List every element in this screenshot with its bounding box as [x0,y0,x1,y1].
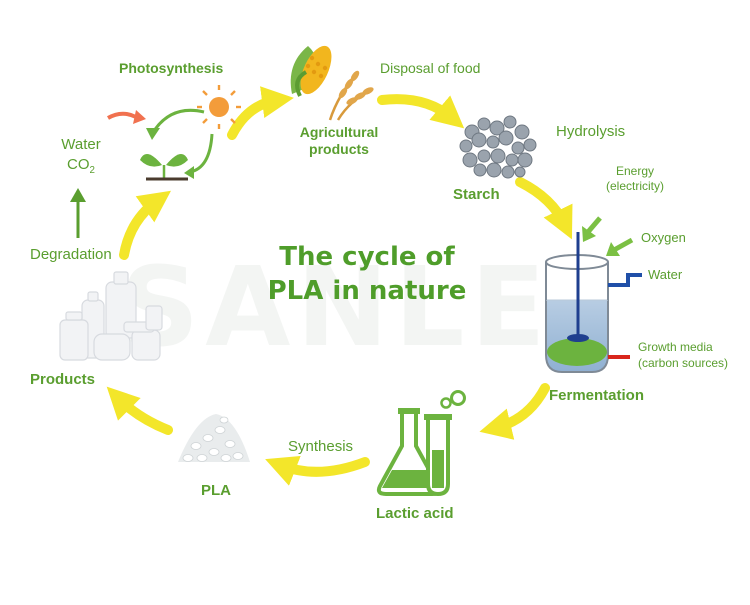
label-energy: Energy (electricity) [588,164,682,194]
energy-line-2: (electricity) [605,179,664,193]
label-starch: Starch [453,186,500,203]
arrow-agri-to-starch [377,94,465,129]
title-line-2: PLA in nature [267,276,467,306]
products-bottles-icon [59,271,163,361]
label-growth-media: Growth media (carbon sources) [638,339,728,371]
agri-line-1: Agricultural [299,124,379,140]
label-pla: PLA [201,482,231,499]
label-disposal-of-food: Disposal of food [380,60,481,76]
label-lactic-acid: Lactic acid [376,505,454,522]
label-agricultural-products: Agricultural products [294,124,384,158]
label-synthesis: Synthesis [288,438,354,455]
label-products: Products [30,371,96,388]
label-hydrolysis: Hydrolysis [556,123,626,140]
watermark-text: SANLE [120,243,552,371]
plant-sun-icon [140,85,241,181]
input-arrows-icon [582,216,634,256]
diagram-title: The cycle of PLA in nature [252,240,482,308]
arrow-photosynthesis-to-agri [227,86,294,140]
fermentation-tank-icon [545,232,642,373]
arrow-lactic-to-pla [265,455,370,486]
label-oxygen: Oxygen [641,230,686,245]
arrow-degradation-to-plant [119,190,172,260]
green-up-arrow-icon [70,188,86,238]
lactic-acid-glass-icon [376,390,466,497]
cycle-arrows [106,86,573,486]
title-line-1: The cycle of [279,242,455,272]
arrow-starch-to-fermentation [515,177,573,240]
orange-arrow-icon [107,111,137,120]
arrow-pla-to-products [106,386,173,435]
arrow-fermentation-to-lactic [479,383,550,440]
co2-text: CO2 [67,156,95,176]
pla-pellets-icon [178,414,250,462]
starch-icon [459,115,537,179]
corn-wheat-icon [290,45,374,121]
energy-line-1: Energy [615,164,655,178]
growth-line-1: Growth media [638,340,713,354]
label-fermentation: Fermentation [549,387,645,404]
growth-line-2: (carbon sources) [638,356,729,370]
water-top-text: Water [61,136,101,153]
label-photosynthesis: Photosynthesis [119,60,224,76]
agri-line-2: products [309,141,369,157]
label-water-input: Water [648,267,683,282]
label-water-co2: Water CO2 [60,135,102,181]
label-degradation: Degradation [30,246,112,263]
